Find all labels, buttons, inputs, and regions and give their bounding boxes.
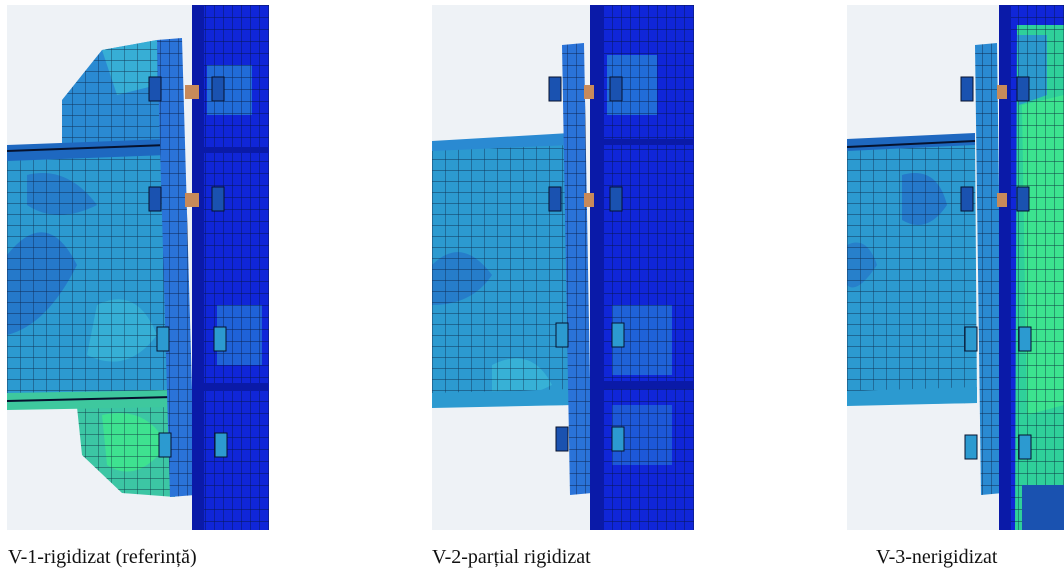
- beam-bottom-flange: [847, 387, 977, 406]
- column: [999, 5, 1064, 530]
- fea-render-v3: [847, 5, 1064, 530]
- end-plate: [975, 43, 1003, 495]
- beam-bottom-flange: [432, 389, 572, 408]
- column: [590, 5, 694, 530]
- beam-top-flange: [7, 139, 167, 161]
- fea-image-panel-1: [7, 5, 269, 530]
- bottom-stiffener: [77, 400, 175, 497]
- column: [192, 5, 269, 530]
- beam-web: [7, 152, 175, 407]
- caption-v2: V-2-parțial rigidizat: [432, 546, 591, 568]
- caption-v3: V-3-nerigidizat: [876, 546, 998, 568]
- beam-web: [432, 137, 572, 407]
- caption-v1: V-1-rigidizat (referință): [8, 546, 197, 568]
- fea-render-v1: [7, 5, 269, 530]
- fea-image-panel-3: [847, 5, 1064, 530]
- bolts: [148, 76, 228, 458]
- fea-render-v2: [432, 5, 694, 530]
- end-plate: [562, 43, 592, 495]
- top-stiffener: [62, 40, 165, 152]
- fea-image-panel-2: [432, 5, 694, 530]
- beam-top-flange: [432, 133, 570, 151]
- end-plate: [157, 38, 195, 497]
- bolts: [548, 76, 625, 452]
- beam-web: [847, 137, 977, 405]
- bolts: [960, 76, 1032, 460]
